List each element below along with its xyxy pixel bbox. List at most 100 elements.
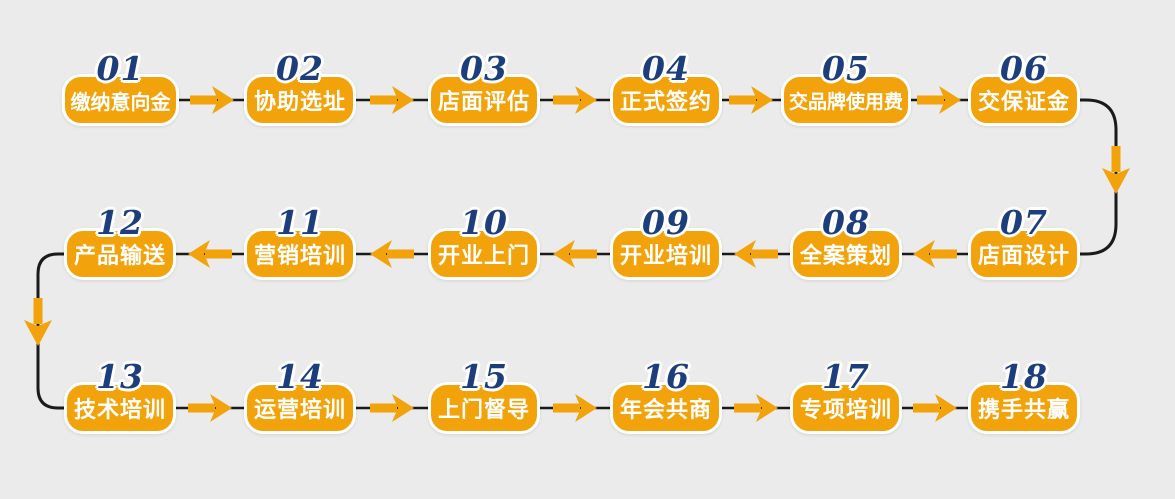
arrow-right-icon — [756, 394, 778, 422]
arrow-right-icon — [917, 95, 944, 105]
step-17-number: 17 — [822, 357, 870, 396]
arrow-right-icon — [734, 403, 761, 413]
arrow-left-icon — [751, 249, 778, 259]
arrow-right-icon — [370, 403, 397, 413]
step-01-number: 01 — [96, 49, 145, 88]
step-17: 17 专项培训 — [790, 360, 902, 434]
step-14-box: 运营培训 — [244, 382, 356, 434]
step-15-label: 上门督导 — [437, 397, 530, 422]
step-03: 03 店面评估 — [428, 52, 540, 126]
arrow-right-icon — [575, 394, 597, 422]
arrow-left-icon — [188, 240, 210, 268]
step-16: 16 年会共商 — [610, 360, 722, 434]
step-18-number: 18 — [1000, 357, 1048, 396]
step-06-box: 交保证金 — [968, 74, 1080, 126]
step-05-box: 交品牌使用费 — [781, 74, 911, 126]
arrow-down-icon — [1102, 168, 1130, 194]
step-03-label: 店面评估 — [437, 89, 530, 114]
step-09: 09 开业培训 — [610, 206, 722, 280]
step-03-box: 店面评估 — [428, 74, 540, 126]
step-07-label: 店面设计 — [977, 243, 1070, 268]
step-15: 15 上门督导 — [428, 360, 540, 434]
arrow-right-icon — [575, 86, 597, 114]
step-11: 11 营销培训 — [244, 206, 356, 280]
arrow-right-icon — [553, 95, 580, 105]
step-17-box: 专项培训 — [790, 382, 902, 434]
step-14: 14 运营培训 — [244, 360, 356, 434]
step-02-number: 02 — [276, 49, 324, 88]
step-10-number: 10 — [460, 203, 508, 242]
step-10-label: 开业上门 — [437, 243, 530, 268]
arrow-left-icon — [205, 249, 232, 259]
step-05: 05 交品牌使用费 — [781, 52, 911, 126]
step-02-label: 协助选址 — [253, 89, 346, 114]
step-02: 02 协助选址 — [244, 52, 356, 126]
arrow-right-icon — [392, 86, 414, 114]
arrow-right-icon — [939, 86, 961, 114]
arrow-right-icon — [553, 403, 580, 413]
step-01-box: 缴纳意向金 — [62, 74, 179, 126]
step-06: 06 交保证金 — [968, 52, 1080, 126]
step-15-box: 上门督导 — [428, 382, 540, 434]
step-01: 01 缴纳意向金 — [62, 52, 179, 126]
arrow-left-icon — [387, 249, 414, 259]
step-15-number: 15 — [460, 357, 508, 396]
arrow-right-icon — [212, 86, 234, 114]
step-08-box: 全案策划 — [790, 228, 902, 280]
arrow-down-icon — [24, 320, 52, 346]
step-09-number: 09 — [642, 203, 690, 242]
step-08-label: 全案策划 — [799, 243, 892, 268]
step-11-box: 营销培训 — [244, 228, 356, 280]
step-16-number: 16 — [642, 357, 690, 396]
step-17-label: 专项培训 — [799, 397, 892, 422]
arrow-left-icon — [570, 249, 597, 259]
arrow-left-icon — [913, 240, 935, 268]
step-02-box: 协助选址 — [244, 74, 356, 126]
step-12: 12 产品输送 — [64, 206, 176, 280]
arrow-right-icon — [913, 403, 940, 413]
step-04-label: 正式签约 — [619, 89, 712, 114]
arrow-right-icon — [729, 95, 756, 105]
arrow-right-icon — [751, 86, 773, 114]
step-05-number: 05 — [822, 49, 870, 88]
step-07: 07 店面设计 — [968, 206, 1080, 280]
step-04-box: 正式签约 — [610, 74, 722, 126]
arrow-right-icon — [190, 95, 217, 105]
step-03-number: 03 — [460, 49, 508, 88]
step-12-box: 产品输送 — [64, 228, 176, 280]
step-09-box: 开业培训 — [610, 228, 722, 280]
step-01-label: 缴纳意向金 — [70, 91, 171, 114]
arrow-left-icon — [370, 240, 392, 268]
step-12-label: 产品输送 — [73, 243, 166, 268]
step-13-number: 13 — [96, 357, 144, 396]
arrow-left-icon — [734, 240, 756, 268]
step-13-label: 技术培训 — [73, 397, 166, 422]
step-04: 04 正式签约 — [610, 52, 722, 126]
step-06-label: 交保证金 — [977, 89, 1070, 114]
step-12-number: 12 — [96, 203, 144, 242]
arrow-right-icon — [188, 403, 215, 413]
step-07-box: 店面设计 — [968, 228, 1080, 280]
step-13-box: 技术培训 — [64, 382, 176, 434]
arrow-left-icon — [930, 249, 957, 259]
step-14-label: 运营培训 — [253, 397, 346, 422]
step-10-box: 开业上门 — [428, 228, 540, 280]
step-05-label: 交品牌使用费 — [788, 91, 903, 113]
arrow-right-icon — [370, 95, 397, 105]
step-09-label: 开业培训 — [619, 243, 712, 268]
step-16-label: 年会共商 — [619, 397, 712, 422]
step-10: 10 开业上门 — [428, 206, 540, 280]
step-18: 18 携手共赢 — [968, 360, 1080, 434]
arrow-left-icon — [553, 240, 575, 268]
arrow-right-icon — [210, 394, 232, 422]
step-13: 13 技术培训 — [64, 360, 176, 434]
step-08: 08 全案策划 — [790, 206, 902, 280]
step-11-label: 营销培训 — [253, 243, 346, 268]
step-06-number: 06 — [1000, 49, 1048, 88]
step-04-number: 04 — [642, 49, 690, 88]
step-08-number: 08 — [822, 203, 870, 242]
arrow-right-icon — [392, 394, 414, 422]
step-14-number: 14 — [276, 357, 324, 396]
step-18-label: 携手共赢 — [977, 397, 1070, 422]
